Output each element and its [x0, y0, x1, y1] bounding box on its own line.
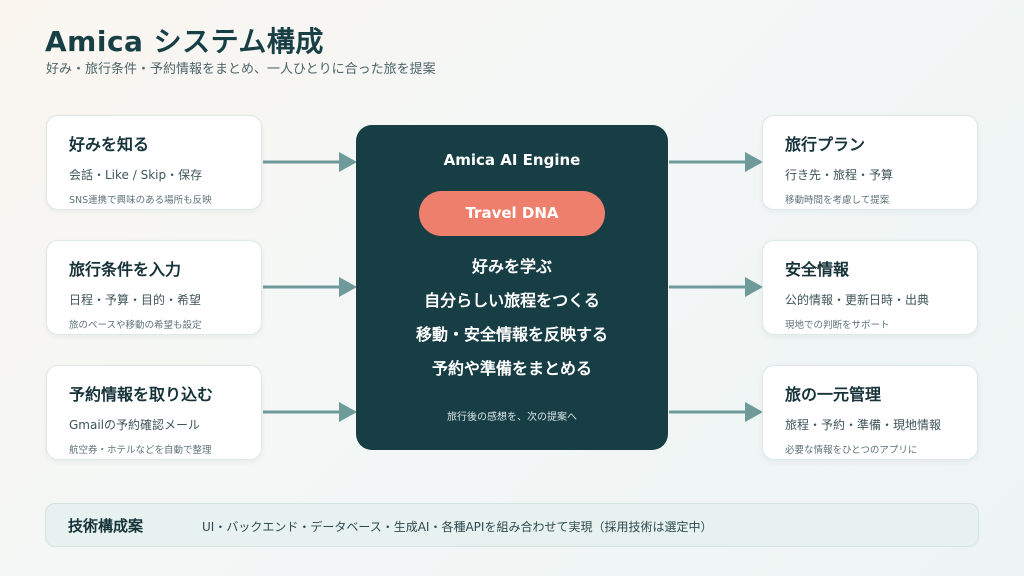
card-note: 旅のペースや移動の希望も設定: [69, 320, 202, 331]
card-note: 必要な情報をひとつのアプリに: [785, 445, 918, 456]
engine-item: 移動・安全情報を反映する: [415, 325, 608, 344]
engine-item: 好みを学ぶ: [471, 257, 552, 276]
engine-footer: 旅行後の感想を、次の提案へ: [447, 412, 577, 423]
input-card-reservations: 予約情報を取り込む Gmailの予約確認メール 航空券・ホテルなどを自動で整理: [46, 365, 262, 460]
card-note: 現地での判断をサポート: [785, 320, 890, 331]
card-description: Gmailの予約確認メール: [69, 418, 201, 432]
output-card-safety: 安全情報 公的情報・更新日時・出典 現地での判断をサポート: [762, 240, 978, 335]
travel-dna-badge: Travel DNA: [419, 191, 605, 236]
tech-stack-label: 技術構成案: [68, 517, 144, 535]
input-card-preferences: 好みを知る 会話・Like / Skip・保存 SNS連携で興味のある場所も反映: [46, 115, 262, 210]
engine-title: Amica AI Engine: [443, 151, 581, 169]
card-title: 好みを知る: [69, 135, 150, 154]
card-title: 予約情報を取り込む: [69, 385, 214, 404]
card-description: 行き先・旅程・予算: [785, 168, 894, 182]
card-description: 公的情報・更新日時・出典: [785, 293, 930, 307]
ai-engine-panel: Amica AI Engine Travel DNA 好みを学ぶ 自分らしい旅程…: [356, 125, 668, 450]
card-description: 日程・予算・目的・希望: [69, 293, 202, 307]
output-card-management: 旅の一元管理 旅程・予約・準備・現地情報 必要な情報をひとつのアプリに: [762, 365, 978, 460]
engine-item: 予約や準備をまとめる: [431, 359, 592, 378]
output-card-plan: 旅行プラン 行き先・旅程・予算 移動時間を考慮して提案: [762, 115, 978, 210]
card-note: 移動時間を考慮して提案: [785, 195, 890, 206]
tech-stack-bar: 技術構成案 UI・バックエンド・データベース・生成AI・各種APIを組み合わせて…: [45, 503, 979, 547]
card-title: 旅行条件を入力: [69, 260, 182, 279]
card-title: 安全情報: [785, 260, 850, 279]
card-title: 旅行プラン: [785, 135, 866, 154]
page-subtitle: 好み・旅行条件・予約情報をまとめ、一人ひとりに合った旅を提案: [46, 62, 436, 77]
tech-stack-description: UI・バックエンド・データベース・生成AI・各種APIを組み合わせて実現（採用技…: [202, 520, 713, 534]
card-description: 旅程・予約・準備・現地情報: [785, 418, 942, 432]
input-card-conditions: 旅行条件を入力 日程・予算・目的・希望 旅のペースや移動の希望も設定: [46, 240, 262, 335]
engine-capabilities: 好みを学ぶ 自分らしい旅程をつくる 移動・安全情報を反映する 予約や準備をまとめ…: [356, 253, 668, 389]
engine-item: 自分らしい旅程をつくる: [424, 291, 600, 310]
card-note: SNS連携で興味のある場所も反映: [69, 195, 212, 206]
page-title: Amica システム構成: [45, 25, 324, 58]
card-title: 旅の一元管理: [785, 385, 882, 404]
card-description: 会話・Like / Skip・保存: [69, 168, 203, 182]
card-note: 航空券・ホテルなどを自動で整理: [69, 445, 212, 456]
